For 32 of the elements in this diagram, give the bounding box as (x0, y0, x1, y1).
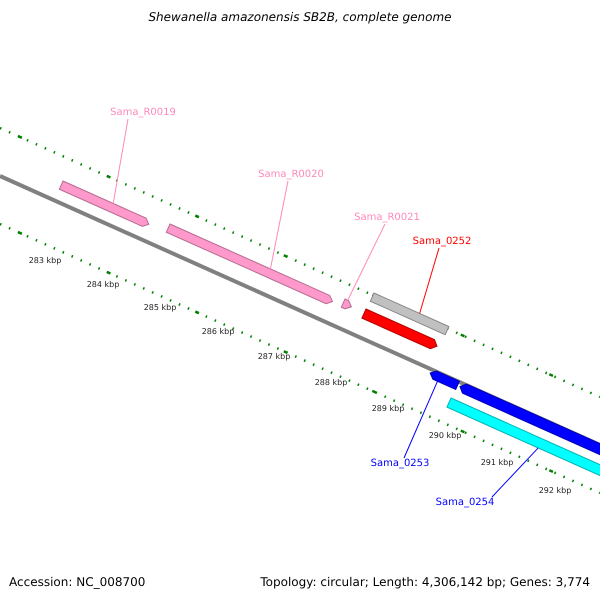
scale-label: 284 kbp (86, 281, 120, 289)
gene-label: Sama_R0020 (258, 170, 324, 180)
scale-label: 289 kbp (372, 405, 404, 413)
scale-label: 290 kbp (428, 432, 462, 440)
footer-text: Accession: NC_008700 (9, 576, 146, 588)
scale-label: 292 kbp (538, 487, 572, 495)
leader-line (270, 180, 288, 270)
gene-feature (166, 223, 334, 304)
gene-label: Sama_0254 (436, 498, 494, 508)
scale-label: 285 kbp (144, 304, 176, 312)
gene-feature (361, 308, 438, 350)
gene-feature (459, 384, 600, 458)
title: Shewanella amazonensis SB2B, complete genome (148, 11, 452, 23)
gene-label: Sama_0253 (370, 459, 430, 469)
scale-label: 283 kbp (28, 257, 62, 265)
gene-feature (340, 298, 352, 310)
scale-label: 287 kbp (258, 353, 290, 361)
leader-line (492, 447, 539, 498)
scale-label: 286 kbp (202, 328, 234, 336)
gene-label: Sama_R0019 (110, 108, 176, 118)
scale-label: 291 kbp (480, 459, 514, 467)
leader-line (419, 248, 440, 314)
leader-line (347, 224, 386, 301)
leader-line (112, 118, 128, 204)
footer-text: Topology: circular; Length: 4,306,142 bp; Genes: 3,774 (260, 576, 590, 588)
scale-label: 288 kbp (314, 379, 348, 387)
gene-feature (370, 292, 450, 336)
gene-label: Sama_0252 (412, 237, 472, 247)
gene-label: Sama_R0021 (354, 213, 420, 223)
leader-line (404, 380, 438, 458)
gene-feature (58, 180, 150, 227)
gene-feature (429, 370, 460, 390)
